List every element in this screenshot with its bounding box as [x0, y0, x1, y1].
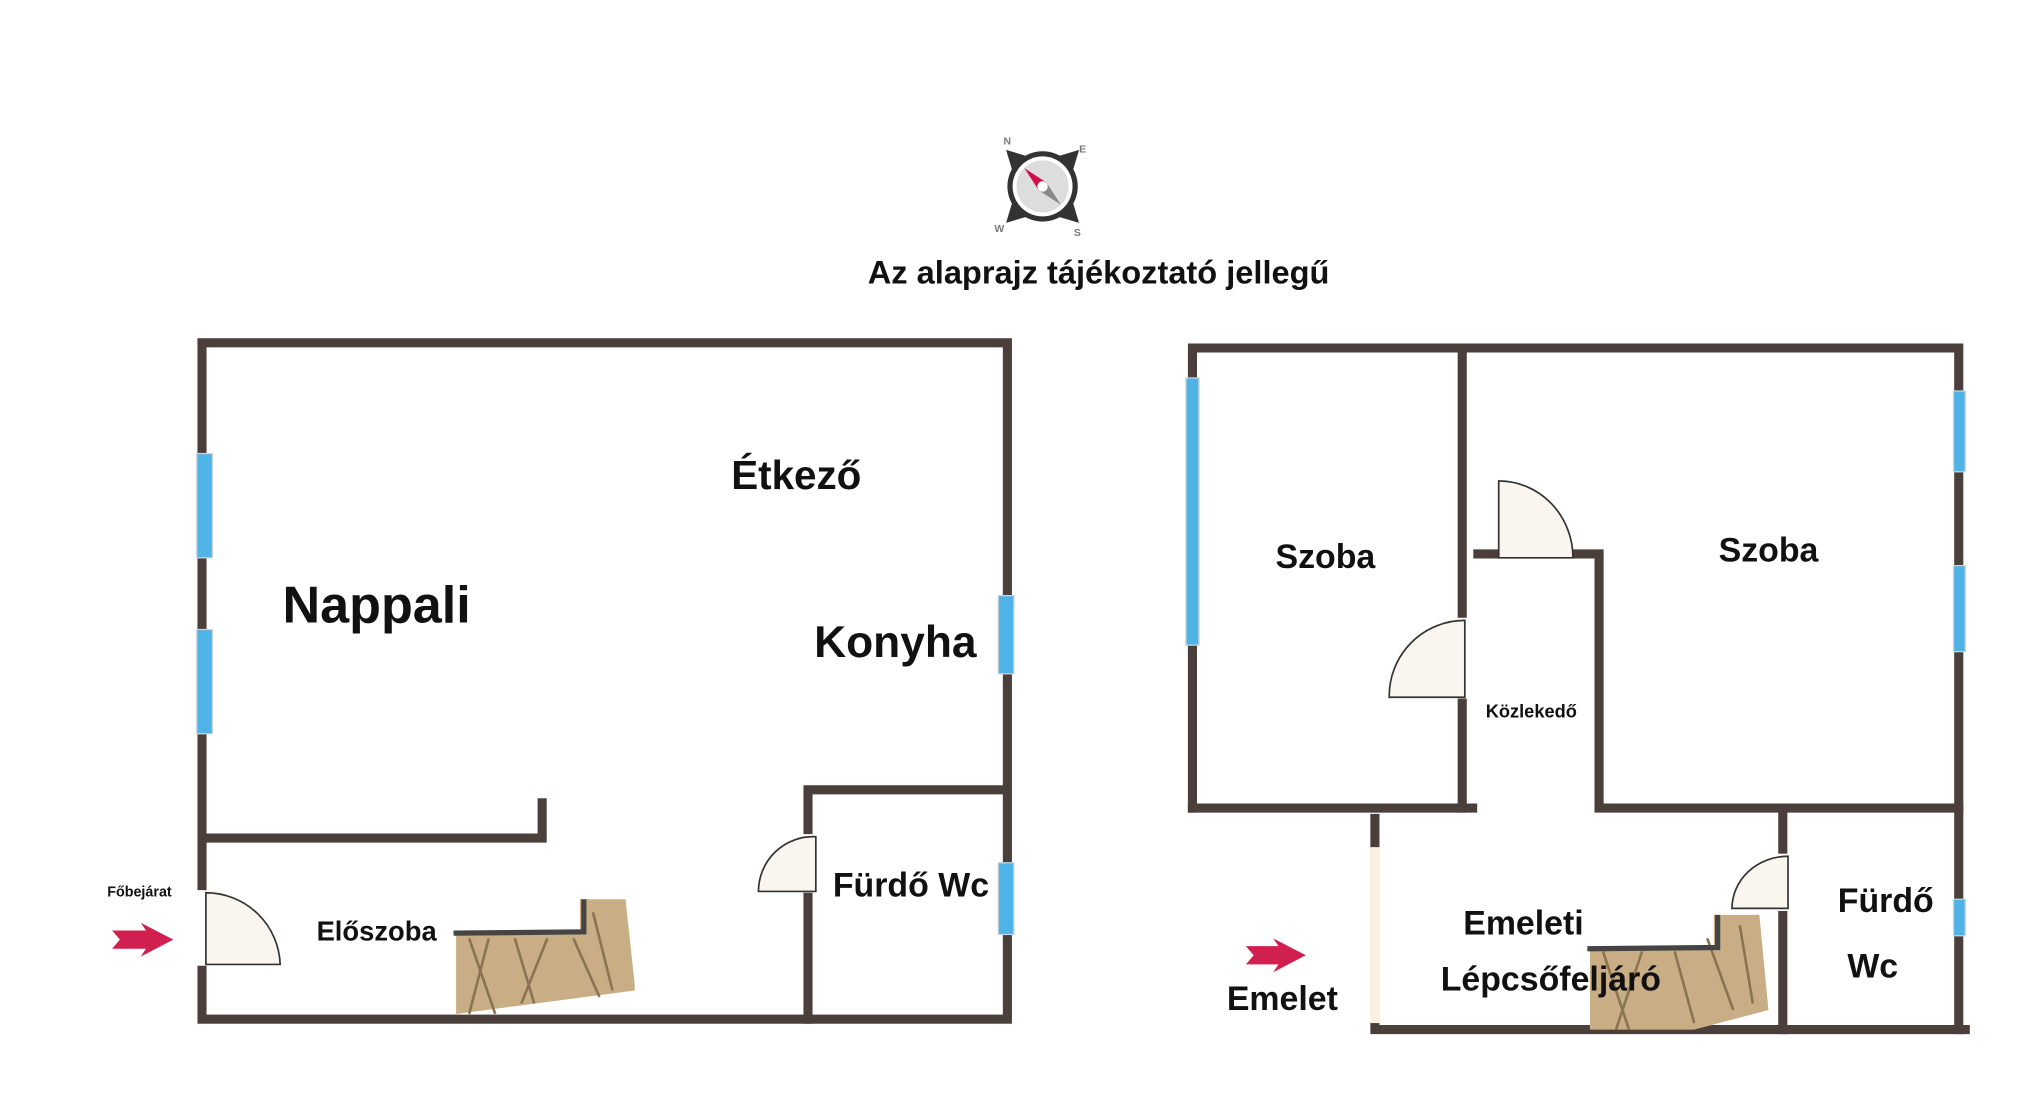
window — [1952, 390, 1966, 473]
compass-w: W — [994, 224, 1004, 235]
window — [1952, 898, 1966, 937]
entrance-label: Főbejárat — [107, 885, 172, 901]
window — [196, 452, 214, 559]
window — [997, 862, 1015, 936]
window — [1952, 564, 1966, 653]
ground-floor-plan: Nappali Étkező Konyha Fürdő Wc Előszoba … — [107, 338, 1015, 1024]
room-label-dining: Étkező — [731, 452, 861, 498]
bathroom-door[interactable] — [1731, 855, 1789, 910]
floor-arrow-icon — [1245, 938, 1306, 973]
entrance-door[interactable] — [205, 891, 282, 966]
window — [997, 594, 1015, 675]
page-title: Az alaprajz tájékoztató jellegű — [868, 255, 1330, 291]
room-door[interactable] — [1497, 480, 1574, 559]
staircase — [1587, 914, 1769, 1030]
room-label-stair-2: Lépcsőfeljáró — [1441, 960, 1661, 998]
window — [1185, 377, 1200, 646]
room-label-living: Nappali — [283, 576, 471, 634]
room-door[interactable] — [1388, 619, 1466, 699]
room-label-bath-2: Wc — [1847, 947, 1898, 985]
floor-label: Emelet — [1227, 980, 1338, 1018]
window — [196, 628, 214, 735]
staircase — [453, 899, 635, 1015]
compass-n: N — [1003, 137, 1011, 148]
room-label-bath: Fürdő Wc — [833, 866, 989, 904]
room-label-kitchen: Konyha — [814, 618, 977, 667]
upper-floor-plan: Szoba Szoba Közlekedő Emeleti Lépcsőfelj… — [1185, 343, 1970, 1035]
entrance-arrow-icon — [112, 922, 174, 957]
room-label-room2: Szoba — [1719, 532, 1820, 570]
compass-e: E — [1079, 145, 1086, 156]
compass-s: S — [1074, 228, 1081, 239]
room-label-room1: Szoba — [1275, 538, 1376, 576]
compass-icon: N E W S — [994, 137, 1086, 239]
room-label-stair-1: Emeleti — [1463, 904, 1584, 942]
room-label-corridor: Közlekedő — [1486, 701, 1577, 722]
bathroom-door[interactable] — [757, 835, 817, 893]
room-label-hall: Előszoba — [317, 915, 438, 946]
room-label-bath-1: Fürdő — [1838, 882, 1934, 920]
